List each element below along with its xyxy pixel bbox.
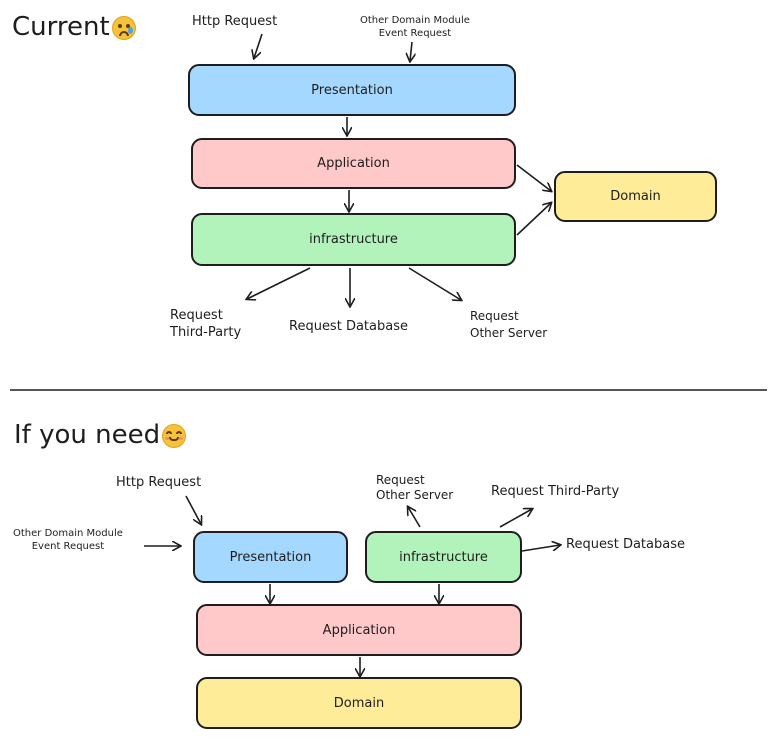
infrastructure-label-2: infrastructure [399,549,488,565]
arrow-infra-to-other-server-2 [408,507,421,528]
arrow-http-to-presentation [254,33,263,58]
worried-face-icon [111,15,136,40]
smiling-face-icon [162,423,187,448]
domain-layer-box-2: Domain [196,677,522,729]
label-event-request-2: Other Domain Module Event Request [13,527,123,553]
label-request-other-server-2: Request Other Server [376,473,453,503]
arrow-http-to-presentation-2 [185,495,201,524]
application-layer-box-2: Application [196,604,522,656]
arrow-infrastructure-to-domain [516,203,551,236]
presentation-label-2: Presentation [229,549,312,565]
arrow-infra-to-third-party-2 [499,509,532,528]
label-request-database-2: Request Database [566,537,685,552]
section-title-current: Current [12,12,136,42]
label-event-request: Other Domain Module Event Request [360,14,470,40]
label-other-server-2-line2: Other Server [376,488,454,502]
label-event-request-2-line2: Event Request [31,541,105,552]
label-http-request-2: Http Request [116,475,202,490]
domain-label-2: Domain [333,695,385,711]
label-request-other-server: Request Other Server [470,308,547,342]
arrow-event-to-presentation [410,41,412,61]
application-label: Application [317,156,390,171]
arrow-infra-to-other-server [408,267,461,300]
label-event-request-line1: Other Domain Module [360,15,470,26]
label-http-request: Http Request [192,14,278,29]
domain-layer-box: Domain [554,171,717,222]
application-label-2: Application [322,622,396,638]
label-request-third-party-2: Request Third-Party [491,484,620,499]
presentation-layer-box-2: Presentation [193,531,348,583]
arrow-infra-to-database-2 [521,545,560,552]
label-other-server-line2: Other Server [470,326,548,340]
title-if-you-need-text: If you need [14,420,161,450]
label-third-party-line1: Request [170,308,223,323]
label-event-request-2-line1: Other Domain Module [13,528,123,539]
presentation-label: Presentation [311,82,393,98]
infrastructure-layer-box: infrastructure [191,213,516,266]
section-title-if-you-need: If you need [14,420,187,450]
label-third-party-line2: Third-Party [170,325,242,340]
label-other-server-line1: Request [470,309,519,323]
arrow-application-to-domain [516,164,551,191]
application-layer-box: Application [191,138,516,189]
label-event-request-line2: Event Request [378,28,452,39]
infrastructure-layer-box-2: infrastructure [365,531,522,583]
label-request-third-party: Request Third-Party [170,307,241,341]
title-current-text: Current [12,12,110,42]
arrow-infra-to-third-party [247,267,311,299]
label-other-server-2-line1: Request [376,473,425,487]
domain-label: Domain [610,189,661,204]
presentation-layer-box: Presentation [188,64,516,116]
infrastructure-label: infrastructure [309,232,398,247]
label-request-database: Request Database [289,319,408,334]
